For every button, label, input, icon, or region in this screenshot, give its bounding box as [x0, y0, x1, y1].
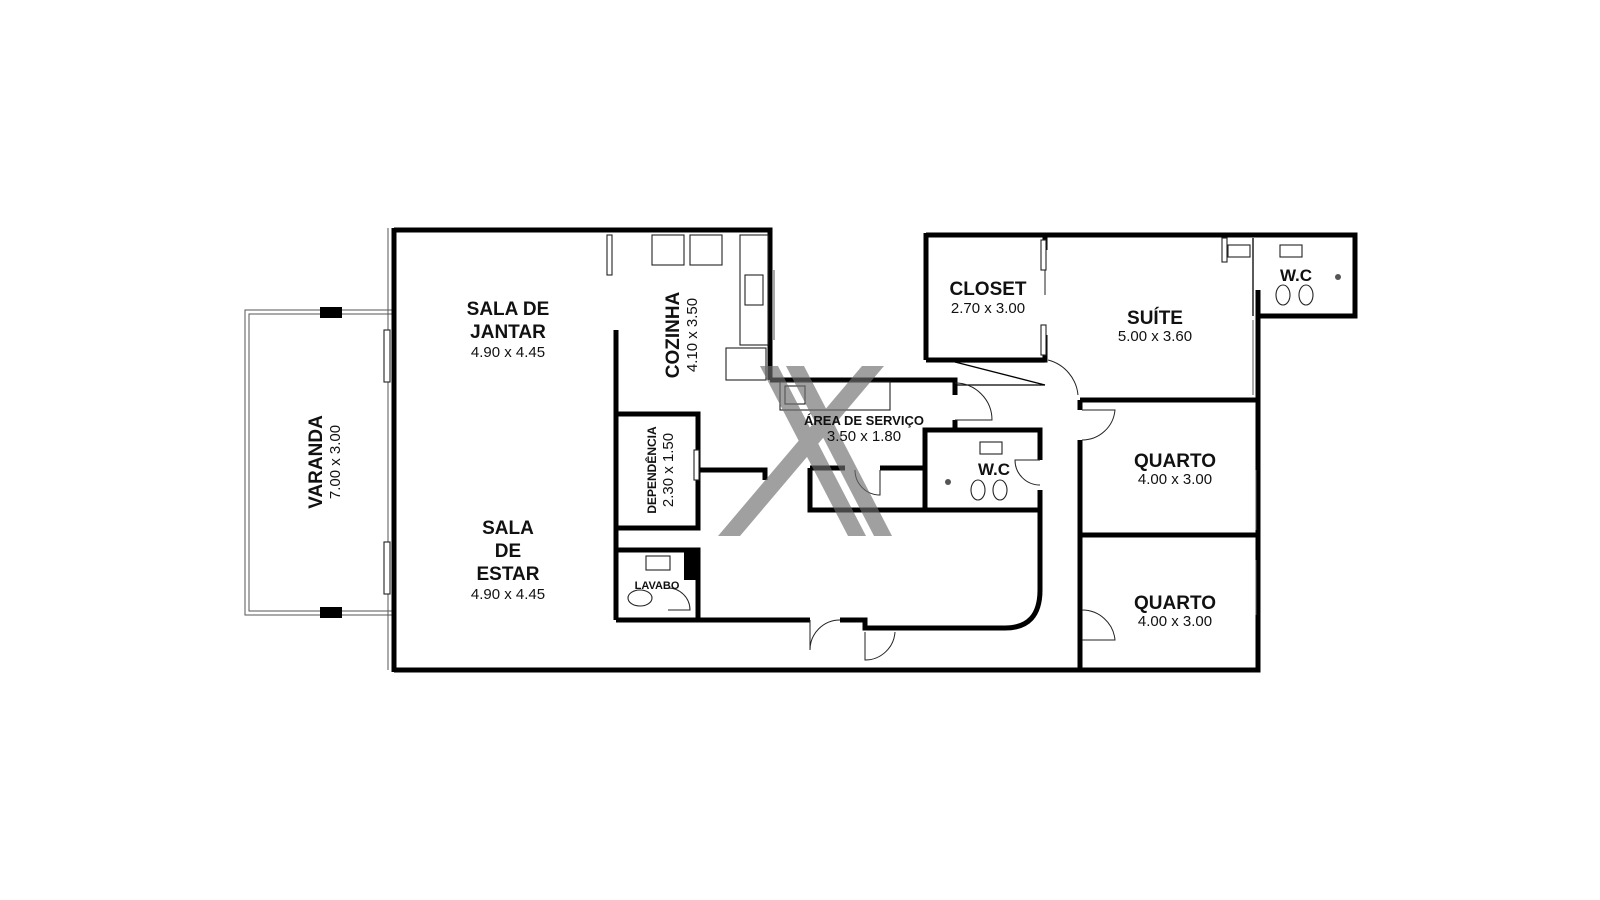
room-wc-service: W.C	[978, 460, 1010, 479]
room-sala-de-jantar: SALA DE JANTAR 4.90 x 4.45	[467, 299, 550, 361]
appliance	[689, 234, 723, 266]
room-dimensions: 4.00 x 3.00	[1138, 613, 1212, 630]
room-name: QUARTO	[1134, 451, 1216, 472]
x-logo-icon	[718, 366, 892, 536]
room-suite: SUÍTE 5.00 x 3.60	[1118, 307, 1192, 345]
washbasin	[1227, 244, 1251, 258]
toilet	[1275, 284, 1291, 306]
room-name: JANTAR	[470, 322, 546, 343]
room-dimensions: 5.00 x 3.60	[1118, 328, 1192, 345]
room-name: COZINHA	[663, 291, 684, 378]
bidet	[992, 479, 1008, 501]
stove	[725, 347, 767, 381]
room-area-de-servico: ÁREA DE SERVIÇO 3.50 x 1.80	[804, 413, 924, 445]
room-name: ÁREA DE SERVIÇO	[804, 413, 924, 428]
room-name: SALA DE	[467, 299, 550, 320]
windows	[773, 270, 1257, 615]
room-dimensions: 2.30 x 1.50	[660, 433, 677, 507]
room-name: CLOSET	[949, 279, 1026, 300]
interior-walls	[613, 235, 1261, 670]
washbasin	[645, 555, 671, 571]
room-quarto-2: QUARTO 4.00 x 3.00	[1134, 593, 1216, 630]
room-closet: CLOSET 2.70 x 3.00	[949, 279, 1026, 317]
room-dimensions: 4.10 x 3.50	[684, 298, 701, 372]
toilet	[627, 589, 653, 607]
room-dimensions: 3.50 x 1.80	[827, 428, 901, 445]
room-dimensions: 4.90 x 4.45	[471, 586, 545, 603]
room-lavabo: LAVABO	[635, 580, 680, 592]
room-name: SUÍTE	[1127, 307, 1183, 329]
room-name: W.C	[978, 460, 1010, 479]
room-name: LAVABO	[635, 580, 680, 592]
room-name: DEPENDÊNCIA	[644, 426, 659, 514]
washbasin	[979, 441, 1003, 455]
room-name: DE	[495, 541, 521, 562]
room-dimensions: 2.70 x 3.00	[951, 300, 1025, 317]
room-name: W.C	[1280, 266, 1312, 285]
exterior-walls	[391, 227, 1358, 673]
room-sala-de-estar: SALA DE ESTAR 4.90 x 4.45	[471, 518, 545, 603]
appliance	[651, 234, 685, 266]
room-wc-suite: W.C	[1280, 266, 1312, 285]
doors	[606, 234, 1228, 661]
room-name: SALA	[482, 518, 534, 539]
room-cozinha: COZINHA 4.10 x 3.50	[663, 291, 701, 378]
sink	[744, 274, 764, 306]
room-name: QUARTO	[1134, 593, 1216, 614]
toilet	[970, 479, 986, 501]
room-name: VARANDA	[306, 415, 327, 509]
room-quarto-1: QUARTO 4.00 x 3.00	[1134, 451, 1216, 488]
room-dependencia: DEPENDÊNCIA 2.30 x 1.50	[644, 426, 677, 514]
room-dimensions: 4.00 x 3.00	[1138, 471, 1212, 488]
pillar	[320, 607, 342, 618]
washbasin	[1279, 244, 1303, 258]
room-varanda: VARANDA 7.00 x 3.00	[306, 415, 344, 509]
room-dimensions: 4.90 x 4.45	[471, 344, 545, 361]
bidet	[1298, 284, 1314, 306]
room-name: ESTAR	[477, 564, 540, 585]
room-dimensions: 7.00 x 3.00	[327, 425, 344, 499]
pillar	[320, 307, 342, 318]
